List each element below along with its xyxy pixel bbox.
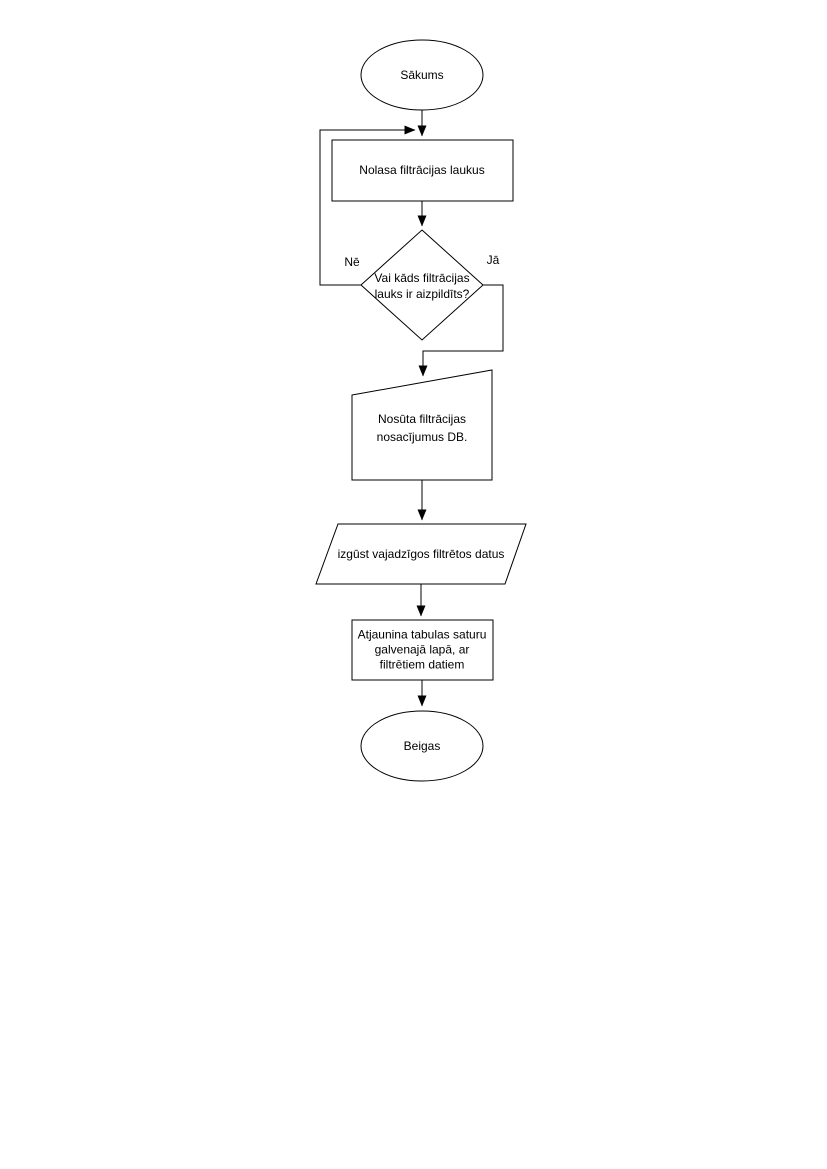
send-db-manual-input-shape xyxy=(351,369,493,481)
update-table-process-shape xyxy=(351,619,494,681)
get-filtered-parallelogram-shape xyxy=(315,523,527,585)
read-fields-process-shape xyxy=(331,139,514,202)
decision-diamond-shape xyxy=(360,229,484,341)
edge-yes-to-send-db xyxy=(418,284,504,377)
edge-no-loopback xyxy=(319,125,416,286)
start-terminator-shape xyxy=(360,39,484,111)
end-terminator-shape xyxy=(360,710,484,782)
